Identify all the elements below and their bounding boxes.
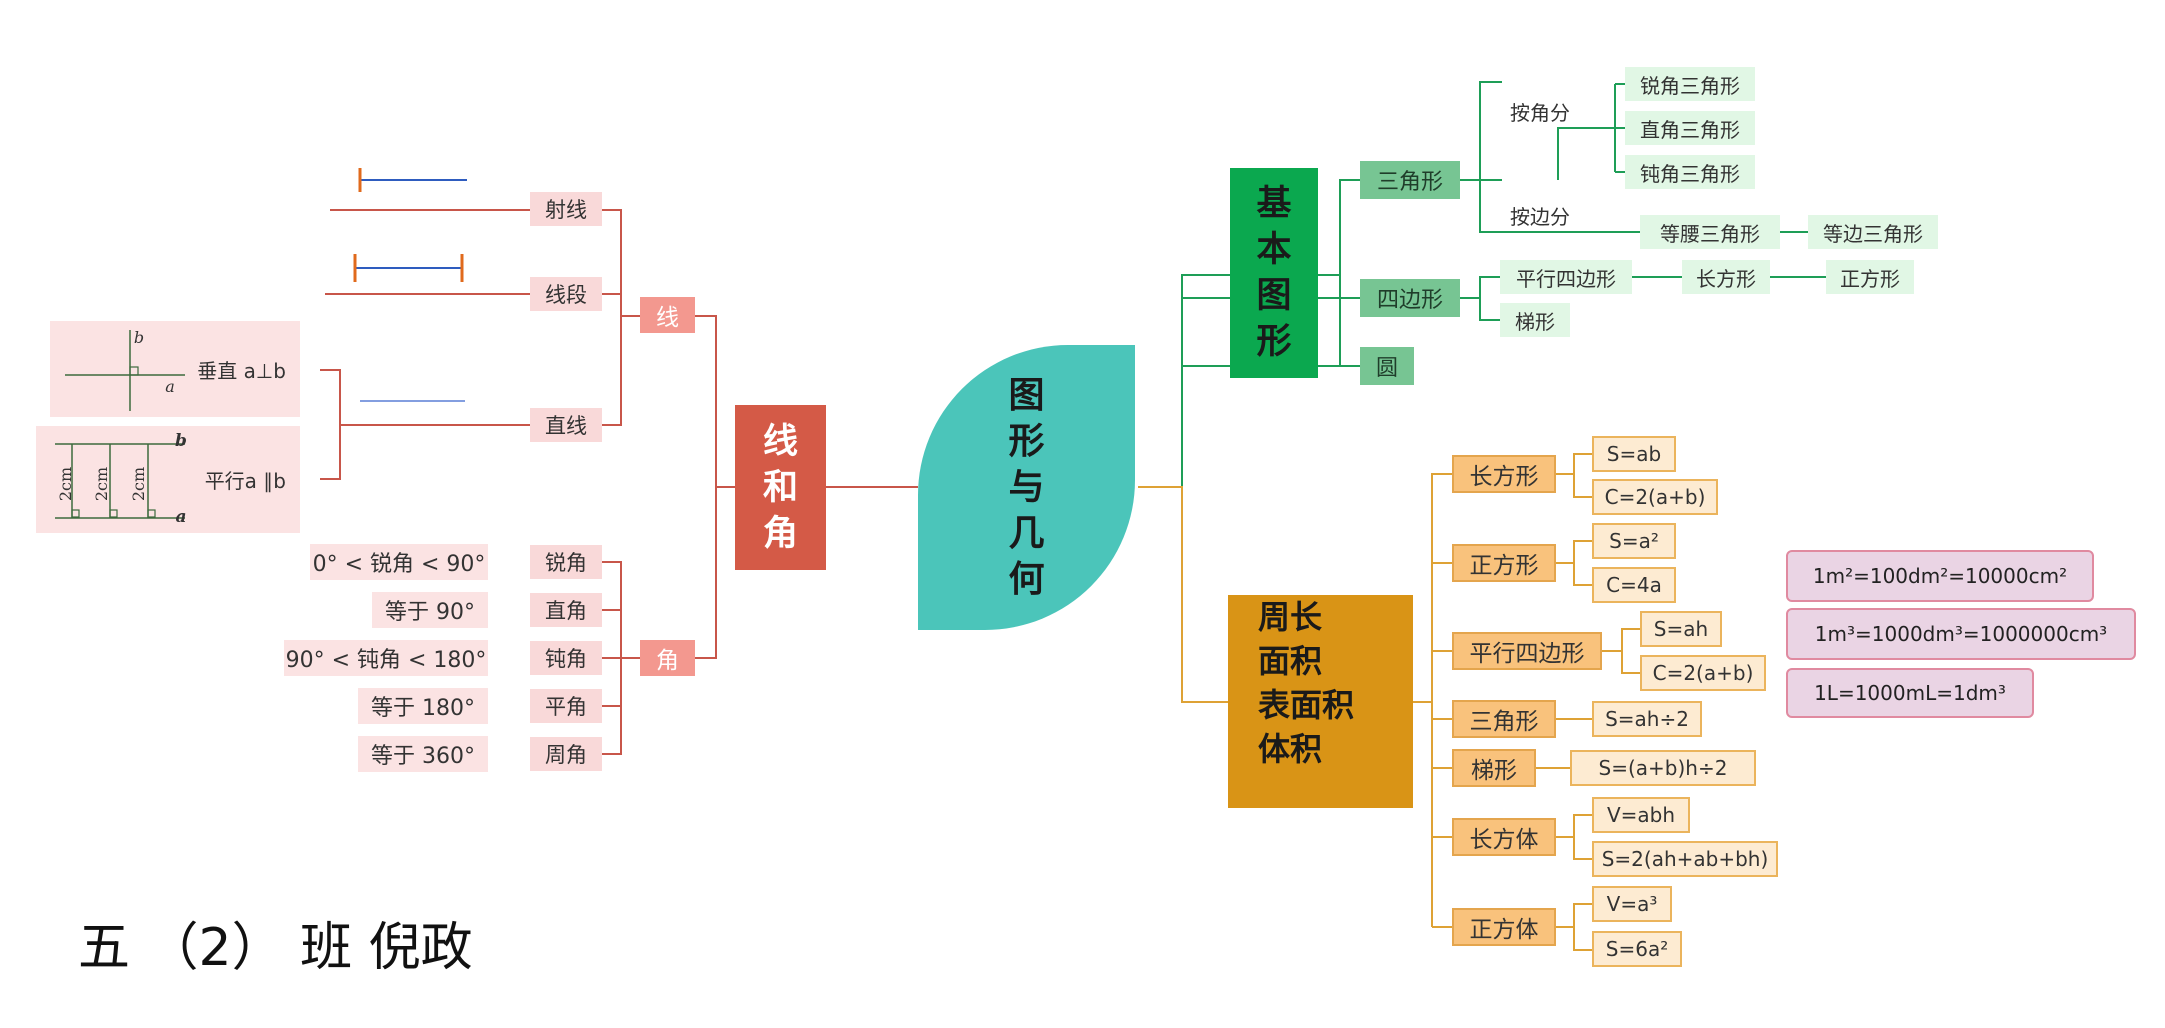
segment-node[interactable]: 线段 xyxy=(530,277,602,311)
ray-illustration xyxy=(358,168,467,192)
quadrilateral-node[interactable]: 四边形 xyxy=(1360,279,1460,317)
author-footer: 五 （2） 班 倪政 xyxy=(78,918,473,978)
formula-node[interactable]: V=abh xyxy=(1592,797,1690,833)
center-char: 形 xyxy=(1008,420,1045,462)
root-char: 图 xyxy=(1256,276,1292,316)
shape-node[interactable]: 长方形 xyxy=(1452,455,1556,493)
formula-node[interactable]: C=2(a+b) xyxy=(1640,655,1766,691)
formula-node[interactable]: C=2(a+b) xyxy=(1592,479,1718,515)
parallel-var-b: b xyxy=(175,431,187,451)
volume-conversion-box: 1m³=1000dm³=1000000cm³ xyxy=(1786,608,2136,660)
perpendicular-icon xyxy=(65,330,185,411)
straight-line-node[interactable]: 直线 xyxy=(530,408,602,442)
straight-line-illustration xyxy=(360,400,465,402)
isosceles-triangle-node[interactable]: 等腰三角形 xyxy=(1640,215,1780,249)
root-char: 角 xyxy=(762,513,798,554)
formula-node[interactable]: S=a² xyxy=(1592,523,1676,559)
center-char: 几 xyxy=(1008,512,1045,554)
parallelogram-node[interactable]: 平行四边形 xyxy=(1500,260,1632,294)
perpendicular-box: 垂直 a⊥b xyxy=(50,321,300,417)
distance-mark: 2cm xyxy=(55,466,75,502)
angle-name-node[interactable]: 直角 xyxy=(530,593,602,627)
center-char: 与 xyxy=(1008,466,1045,508)
measure-line: 周长 xyxy=(1258,598,1323,636)
distance-mark: 2cm xyxy=(91,466,111,502)
parallel-label: 平行a ∥b xyxy=(204,469,286,493)
shape-node[interactable]: 长方体 xyxy=(1452,818,1556,856)
angle-desc: 0° < 锐角 < 90° xyxy=(310,544,488,580)
by-side-label: 按边分 xyxy=(1510,204,1570,229)
shape-node[interactable]: 正方体 xyxy=(1452,908,1556,946)
parallel-icon xyxy=(55,443,185,519)
basic-shapes-node[interactable]: 基 本 图 形 xyxy=(1230,168,1318,378)
angle-group-node[interactable]: 角 xyxy=(640,640,695,676)
angle-desc: 等于 180° xyxy=(358,688,488,724)
by-angle-label: 按角分 xyxy=(1510,100,1570,125)
acute-triangle-node[interactable]: 锐角三角形 xyxy=(1625,67,1755,101)
shape-node[interactable]: 正方形 xyxy=(1452,544,1556,582)
square-node[interactable]: 正方形 xyxy=(1826,260,1914,294)
measure-line: 面积 xyxy=(1258,642,1323,680)
angle-desc: 等于 90° xyxy=(372,592,488,628)
trapezoid-node[interactable]: 梯形 xyxy=(1500,303,1570,337)
area-conversion-box: 1m²=100dm²=10000cm² xyxy=(1786,550,2094,602)
root-char: 和 xyxy=(762,467,798,508)
rectangle-node[interactable]: 长方形 xyxy=(1682,260,1770,294)
angle-name-node[interactable]: 平角 xyxy=(530,689,602,723)
shape-node[interactable]: 三角形 xyxy=(1452,700,1556,738)
formula-node[interactable]: V=a³ xyxy=(1592,886,1672,922)
formula-node[interactable]: S=ab xyxy=(1592,436,1676,472)
formula-node[interactable]: S=(a+b)h÷2 xyxy=(1570,750,1756,786)
measurement-node[interactable]: 周长 面积 表面积 体积 xyxy=(1228,595,1413,808)
measure-line: 表面积 xyxy=(1258,686,1355,724)
perp-var-a: a xyxy=(165,376,175,396)
formula-node[interactable]: C=4a xyxy=(1592,567,1676,603)
formula-node[interactable]: S=ah÷2 xyxy=(1592,701,1702,737)
distance-mark: 2cm xyxy=(128,466,148,502)
ray-node[interactable]: 射线 xyxy=(530,192,602,226)
center-char: 图 xyxy=(1008,374,1045,416)
angle-desc: 等于 360° xyxy=(358,736,488,772)
angle-name-node[interactable]: 钝角 xyxy=(530,641,602,675)
angle-name-node[interactable]: 周角 xyxy=(530,737,602,771)
root-char: 本 xyxy=(1256,230,1292,270)
shape-node[interactable]: 梯形 xyxy=(1452,749,1536,787)
perpendicular-label: 垂直 a⊥b xyxy=(197,358,286,383)
obtuse-triangle-node[interactable]: 钝角三角形 xyxy=(1625,155,1755,189)
measure-line: 体积 xyxy=(1258,730,1323,768)
angle-desc: 90° < 钝角 < 180° xyxy=(284,640,488,676)
right-triangle-node[interactable]: 直角三角形 xyxy=(1625,111,1755,145)
root-char: 基 xyxy=(1256,184,1292,224)
perp-var-b: b xyxy=(133,327,145,347)
angle-name-node[interactable]: 锐角 xyxy=(530,545,602,579)
root-char: 线 xyxy=(762,421,798,462)
capacity-conversion-box: 1L=1000mL=1dm³ xyxy=(1786,668,2034,718)
line-group-node[interactable]: 线 xyxy=(640,297,695,333)
lines-and-angles-node[interactable]: 线 和 角 xyxy=(735,405,826,570)
root-char: 形 xyxy=(1256,322,1292,362)
center-char: 何 xyxy=(1008,558,1045,600)
segment-illustration xyxy=(353,254,464,282)
circle-node[interactable]: 圆 xyxy=(1360,347,1414,385)
formula-node[interactable]: S=ah xyxy=(1640,611,1722,647)
formula-node[interactable]: S=2(ah+ab+bh) xyxy=(1592,841,1778,877)
triangle-node[interactable]: 三角形 xyxy=(1360,161,1460,199)
formula-node[interactable]: S=6a² xyxy=(1592,931,1682,967)
parallel-var-a: a xyxy=(175,507,187,527)
shape-node[interactable]: 平行四边形 xyxy=(1452,632,1602,670)
equilateral-triangle-node[interactable]: 等边三角形 xyxy=(1808,215,1938,249)
